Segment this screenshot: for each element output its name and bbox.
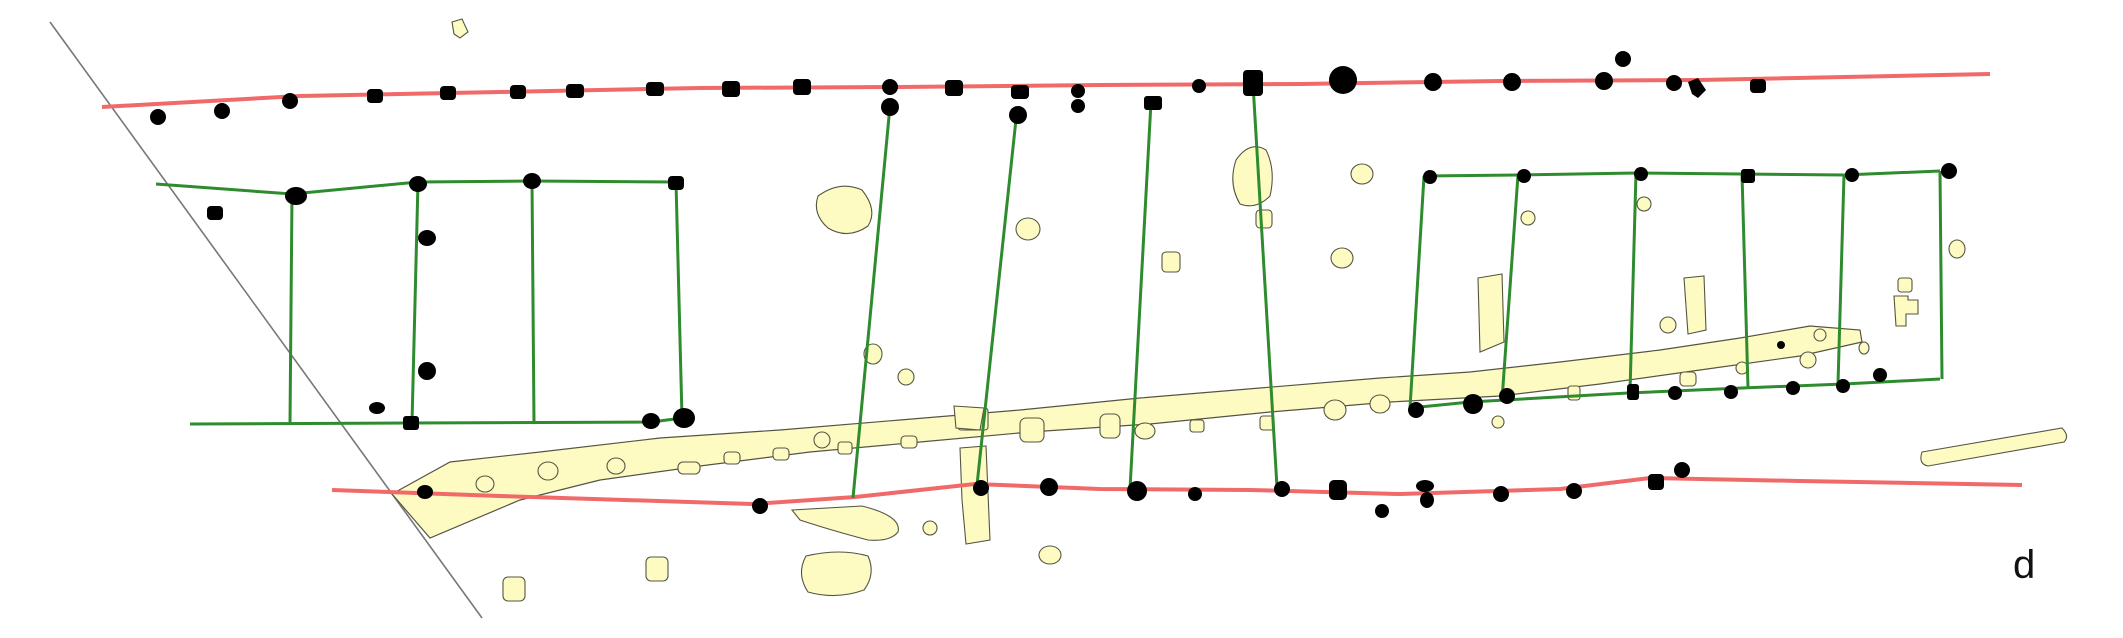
scattered-features: [451, 18, 2068, 602]
south-boundary-line: [331, 475, 2023, 507]
post-holes: [150, 51, 1957, 518]
north-boundary-line: [101, 72, 1991, 109]
ditch-pits: [475, 328, 1870, 493]
long-ditch-feature: [391, 325, 1863, 539]
excavation-limit-line: [49, 21, 483, 619]
plot-partitions: [155, 83, 1944, 499]
panel-label: d: [2013, 543, 2035, 587]
